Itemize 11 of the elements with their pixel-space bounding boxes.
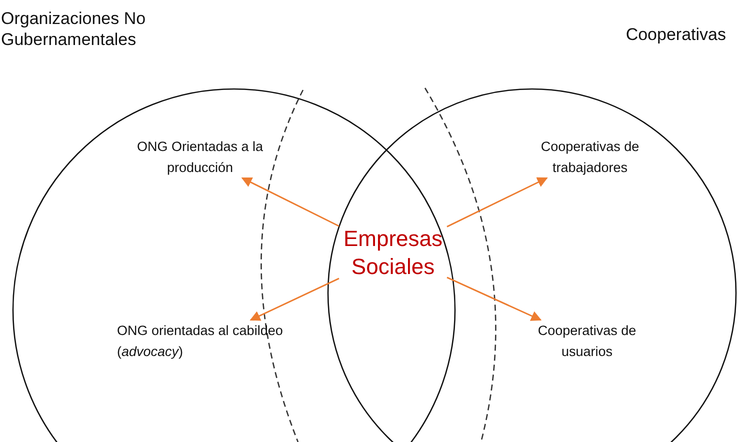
arrow	[446, 177, 548, 228]
category-label: Cooperativas de usuarios	[512, 320, 662, 362]
category-label: Cooperativas de trabajadores	[515, 136, 665, 178]
set-heading: Cooperativas	[624, 24, 726, 45]
arrow	[241, 177, 340, 227]
arrow	[446, 276, 542, 321]
arrow	[250, 278, 340, 321]
category-label: ONG orientadas al cabildeo (advocacy)	[117, 320, 295, 362]
intersection-label: Empresas Sociales	[339, 225, 447, 281]
set-heading: Organizaciones No Gubernamentales	[1, 8, 147, 50]
category-label: ONG Orientadas a la producción	[110, 136, 290, 178]
